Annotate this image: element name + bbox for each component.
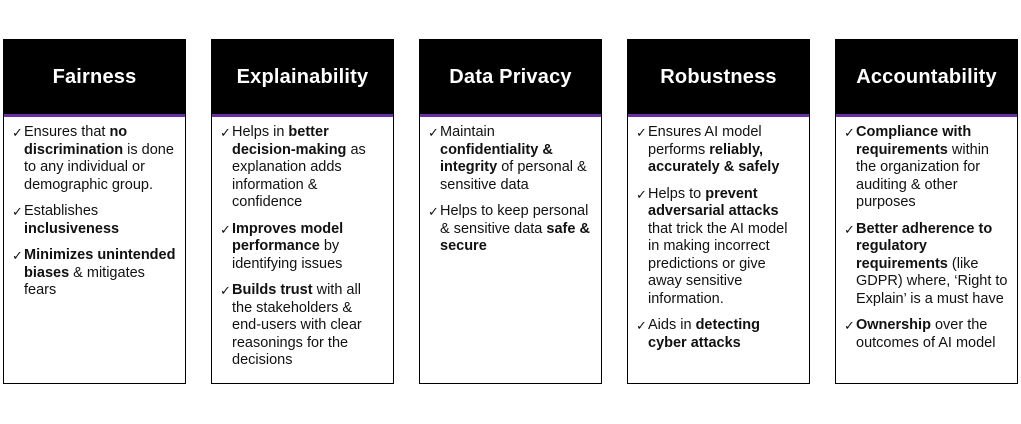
bullet-text-run: Helps to keep personal & sensitive data [440,203,589,237]
card-body: ✓Ensures that no discrimination is done … [4,117,185,300]
bullet-text-bold: Improves model performance [232,220,344,255]
card-header: Data Privacy [420,40,601,117]
checkmark-icon: ✓ [12,204,23,219]
bullet-text-bold: prevent adversarial attacks [648,185,779,220]
bullet-text: Ensures AI model performs reliably, accu… [648,124,801,177]
bullet-point: ✓Helps to prevent adversarial attacks th… [636,186,801,309]
bullet-text-run: Helps to [648,185,706,202]
checkmark-icon: ✓ [220,221,231,237]
card-body: ✓Maintain confidentiality & integrity of… [420,117,601,256]
bullet-text: Better adherence to regulatory requireme… [856,221,1009,309]
checkmark-icon: ✓ [12,248,23,263]
checkmark-icon: ✓ [844,125,855,140]
bullet-text-run: over the outcomes of AI model [856,317,996,351]
bullet-text-bold: better decision-making [232,124,347,158]
bullet-point: ✓Ensures AI model performs reliably, acc… [636,124,801,177]
bullet-text-bold: detecting cyber attacks [648,317,761,351]
bullet-text-run: Establishes [24,203,99,219]
bullet-text-run: within the organization for auditing & o… [856,141,989,211]
bullet-text: Establishes inclusiveness [24,203,177,238]
card-body: ✓Helps in better decision-making as expl… [212,117,393,370]
bullet-point: ✓Ensures that no discrimination is done … [12,124,177,194]
card-accountability: Accountability ✓Compliance with requirem… [835,39,1018,384]
card-title: Robustness [660,65,777,88]
bullet-text-bold: reliably, accurately & safely [648,141,780,176]
card-fairness: Fairness ✓Ensures that no discrimination… [3,39,186,384]
card-data-privacy: Data Privacy ✓Maintain confidentiality &… [419,39,602,384]
bullet-text-run: as explanation adds information & confid… [232,141,366,211]
bullet-text-bold: safe & secure [440,220,590,255]
bullet-text: Minimizes unintended biases & mitigates … [24,247,177,300]
card-header: Robustness [628,40,809,117]
checkmark-icon: ✓ [12,125,23,140]
bullet-text-run: by identifying issues [232,238,343,272]
card-title: Data Privacy [449,65,572,88]
bullet-text-bold: confidentiality & integrity [440,141,553,176]
bullet-point: ✓Ownership over the outcomes of AI model [844,317,1009,352]
bullet-text: Ensures that no discrimination is done t… [24,124,177,194]
card-title: Accountability [856,65,997,88]
bullet-text-run: Helps in [232,124,289,140]
bullet-text-bold: Better adherence to regulatory requireme… [856,220,993,272]
card-body: ✓Compliance with requirements within the… [836,117,1017,352]
bullet-point: ✓Minimizes unintended biases & mitigates… [12,247,177,300]
card-robustness: Robustness ✓Ensures AI model performs re… [627,39,810,384]
bullet-text-run: (like GDPR) where, ‘Right to Explain’ is… [856,255,1008,307]
checkmark-icon: ✓ [636,318,647,333]
card-body: ✓Ensures AI model performs reliably, acc… [628,117,809,352]
checkmark-icon: ✓ [636,125,647,140]
bullet-point: ✓Improves model performance by identifyi… [220,221,385,274]
bullet-text-run: that trick the AI model in making incorr… [648,220,788,307]
bullet-text-run: with all the stakeholders & end-users wi… [232,282,362,368]
card-header: Explainability [212,40,393,117]
bullet-text-run: Aids in [648,317,696,333]
bullet-text-run: Ensures AI model performs [648,124,762,158]
bullet-text-bold: inclusiveness [24,220,120,237]
card-header: Fairness [4,40,185,117]
bullet-text-bold: Builds trust [232,282,313,298]
bullet-text: Ownership over the outcomes of AI model [856,317,1009,352]
card-explainability: Explainability ✓Helps in better decision… [211,39,394,384]
bullet-text-bold: no discrimination [24,124,128,158]
bullet-text: Builds trust with all the stakeholders &… [232,282,385,370]
bullet-point: ✓Better adherence to regulatory requirem… [844,221,1009,309]
bullet-point: ✓Builds trust with all the stakeholders … [220,282,385,370]
checkmark-icon: ✓ [844,318,855,333]
bullet-text-run: & mitigates fears [24,264,145,299]
checkmark-icon: ✓ [844,221,855,237]
bullet-point: ✓Establishes inclusiveness [12,203,177,238]
bullet-text: Helps to keep personal & sensitive data … [440,203,593,256]
bullet-text: Aids in detecting cyber attacks [648,317,801,352]
bullet-text-run: Maintain [440,124,495,140]
bullet-text: Helps to prevent adversarial attacks tha… [648,186,801,309]
bullet-text: Helps in better decision-making as expla… [232,124,385,212]
bullet-text-bold: Compliance with requirements [856,124,972,158]
checkmark-icon: ✓ [220,125,231,140]
bullet-text: Improves model performance by identifyin… [232,221,385,274]
card-header: Accountability [836,40,1017,117]
bullet-point: ✓Helps to keep personal & sensitive data… [428,203,593,256]
bullet-text: Compliance with requirements within the … [856,124,1009,212]
bullet-text: Maintain confidentiality & integrity of … [440,124,593,194]
checkmark-icon: ✓ [428,125,439,140]
checkmark-icon: ✓ [220,283,231,298]
bullet-text-run: of personal & sensitive data [440,159,587,193]
bullet-point: ✓Maintain confidentiality & integrity of… [428,124,593,194]
bullet-text-bold: Minimizes unintended biases [24,247,176,281]
checkmark-icon: ✓ [636,186,647,202]
card-title: Fairness [52,65,137,88]
bullet-point: ✓Helps in better decision-making as expl… [220,124,385,212]
bullet-text-bold: Ownership [856,317,931,333]
bullet-point: ✓Aids in detecting cyber attacks [636,317,801,352]
bullet-point: ✓Compliance with requirements within the… [844,124,1009,212]
bullet-text-run: is done to any individual or demographic… [24,141,174,193]
bullet-text-run: Ensures that [24,124,110,140]
checkmark-icon: ✓ [428,204,439,219]
card-title: Explainability [236,65,369,88]
